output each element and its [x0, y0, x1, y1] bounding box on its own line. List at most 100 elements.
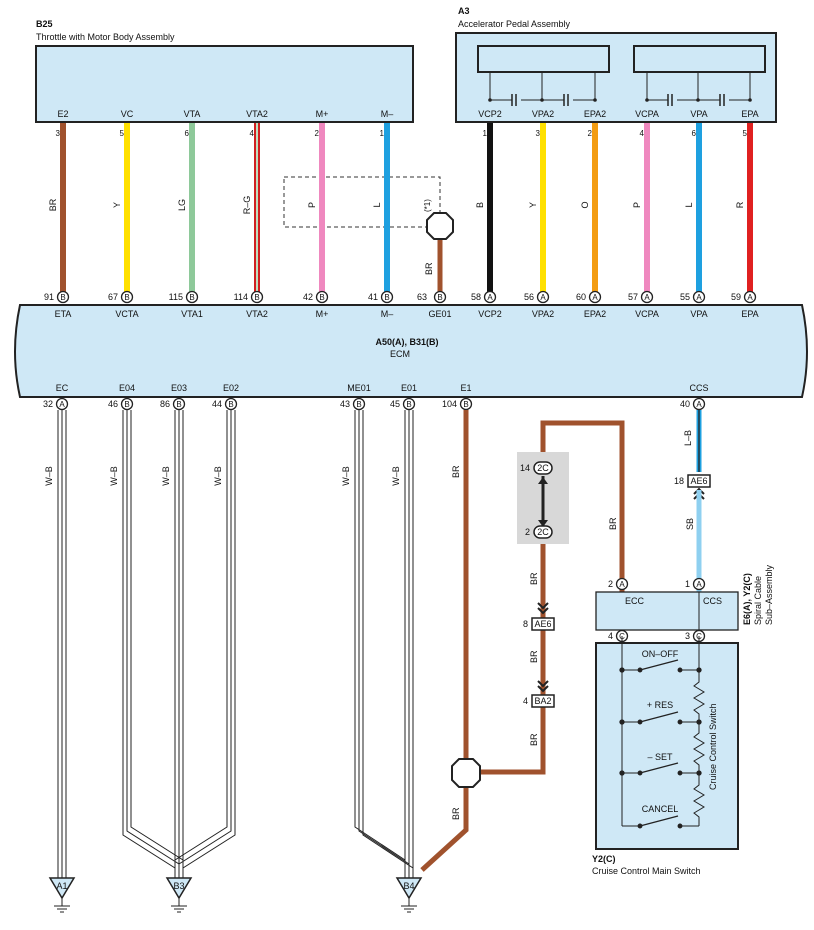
wire-conn-circle — [250, 290, 264, 304]
wire-ecm-no: 91 — [44, 292, 54, 302]
lower-conn-circle — [172, 397, 186, 411]
pedal-sensor-2 — [633, 45, 766, 73]
y2-code: Y2(C) — [592, 854, 616, 864]
br-label-2c: BR — [529, 572, 539, 585]
wire-top-no: 4 — [250, 129, 255, 138]
br-label-ae6: BR — [529, 650, 539, 663]
ground-wire-wb — [57, 410, 414, 878]
wire-top-no: 3 — [536, 129, 541, 138]
pedal-sensor-1-internal — [488, 72, 597, 106]
wire-conn-circle — [692, 290, 706, 304]
wire-color-code: Y — [528, 202, 538, 208]
wire-ecm-no: 114 — [234, 292, 248, 302]
wire-ecm-no: 115 — [169, 292, 183, 302]
wire-top-no: 1 — [380, 129, 385, 138]
lower-conn-circle — [692, 397, 706, 411]
wire-top-no: 6 — [185, 129, 190, 138]
wire-ecm-pin: ETA — [55, 309, 72, 319]
lower-conn-circle — [224, 397, 238, 411]
ground-a1-icon: A1 — [48, 877, 76, 913]
spiral-pin-no: 4 — [608, 631, 613, 641]
wire-color-code: R–G — [242, 196, 252, 215]
lower-conn-circle — [120, 397, 134, 411]
wire-pin-name: EPA — [741, 109, 758, 119]
wb-label: W–B — [109, 466, 119, 486]
wire-conn-circle — [380, 290, 394, 304]
wire-color-code: R — [735, 201, 745, 208]
wire-color-code: BR — [48, 198, 58, 211]
br-label-ecc: BR — [608, 517, 618, 530]
wire-ecm-pin: VCPA — [635, 309, 659, 319]
wire-conn-circle — [536, 290, 550, 304]
wire-ecm-no: 42 — [303, 292, 313, 302]
wire-ecm-pin: VCP2 — [478, 309, 502, 319]
wire-conn: B — [319, 293, 324, 302]
lower-pin-name: EC — [56, 383, 69, 393]
lower-pin-name: E1 — [460, 383, 471, 393]
wire-conn-circle — [120, 290, 134, 304]
junction-label: AE6 — [534, 619, 551, 629]
wire-top-no: 3 — [56, 129, 61, 138]
switch-set-label: – SET — [647, 752, 673, 762]
switch-on-off-label: ON–OFF — [642, 649, 679, 659]
shield-dashed-box — [283, 176, 441, 228]
spiral-pin-conn: A — [696, 580, 702, 589]
arrow-up-icon — [538, 477, 548, 484]
lower-pin-conn: B — [463, 400, 468, 409]
spiral-pin-ecc: ECC — [625, 596, 645, 606]
lower-conn-circle — [55, 397, 69, 411]
wire-conn-circle — [315, 290, 329, 304]
wire-color-code: Y — [112, 202, 122, 208]
spiral-pin-no: 1 — [685, 579, 690, 589]
ge01-shield-ground — [426, 212, 454, 240]
spiral-pin-ccs: CCS — [703, 596, 722, 606]
ge01-conn-circle — [433, 290, 447, 304]
wire-conn: B — [384, 293, 389, 302]
wire-pin-name: M– — [381, 109, 394, 119]
wire-ecm-no: 67 — [108, 292, 118, 302]
wire-color-code: L — [372, 202, 382, 207]
b25-code: B25 — [36, 19, 53, 29]
wire-color-code: O — [580, 201, 590, 208]
lb-label: L–B — [683, 430, 693, 446]
b25-name: Throttle with Motor Body Assembly — [36, 32, 175, 42]
wire-pin-name: VCPA — [635, 109, 659, 119]
lower-pin-conn: B — [124, 400, 129, 409]
lower-pin-no: 43 — [340, 399, 350, 409]
wb-label: W–B — [161, 466, 171, 486]
wire-ecm-no: 41 — [368, 292, 378, 302]
wire-conn-circle — [640, 290, 654, 304]
lower-pin-conn: B — [228, 400, 233, 409]
lower-pin-no: 86 — [160, 399, 170, 409]
shield-note: (*1) — [423, 199, 432, 212]
a3-name: Accelerator Pedal Assembly — [458, 19, 571, 29]
spiral-name: Spiral Cable — [753, 576, 763, 625]
wire-conn-circle — [588, 290, 602, 304]
br-label-ground: BR — [451, 807, 461, 820]
lower-pin-no: 44 — [212, 399, 222, 409]
ecm-name: ECM — [390, 349, 410, 359]
wire-top-no: 5 — [120, 129, 125, 138]
switch-contacts — [619, 659, 702, 829]
wire-ecm-no: 59 — [731, 292, 741, 302]
lower-pin-no: 104 — [442, 399, 457, 409]
wire-ecm-pin: M– — [381, 309, 394, 319]
wire-pin-name: VTA2 — [246, 109, 268, 119]
wb-label: W–B — [213, 466, 223, 486]
spiral-pin-conn: A — [619, 580, 625, 589]
lower-pin-name: E04 — [119, 383, 135, 393]
